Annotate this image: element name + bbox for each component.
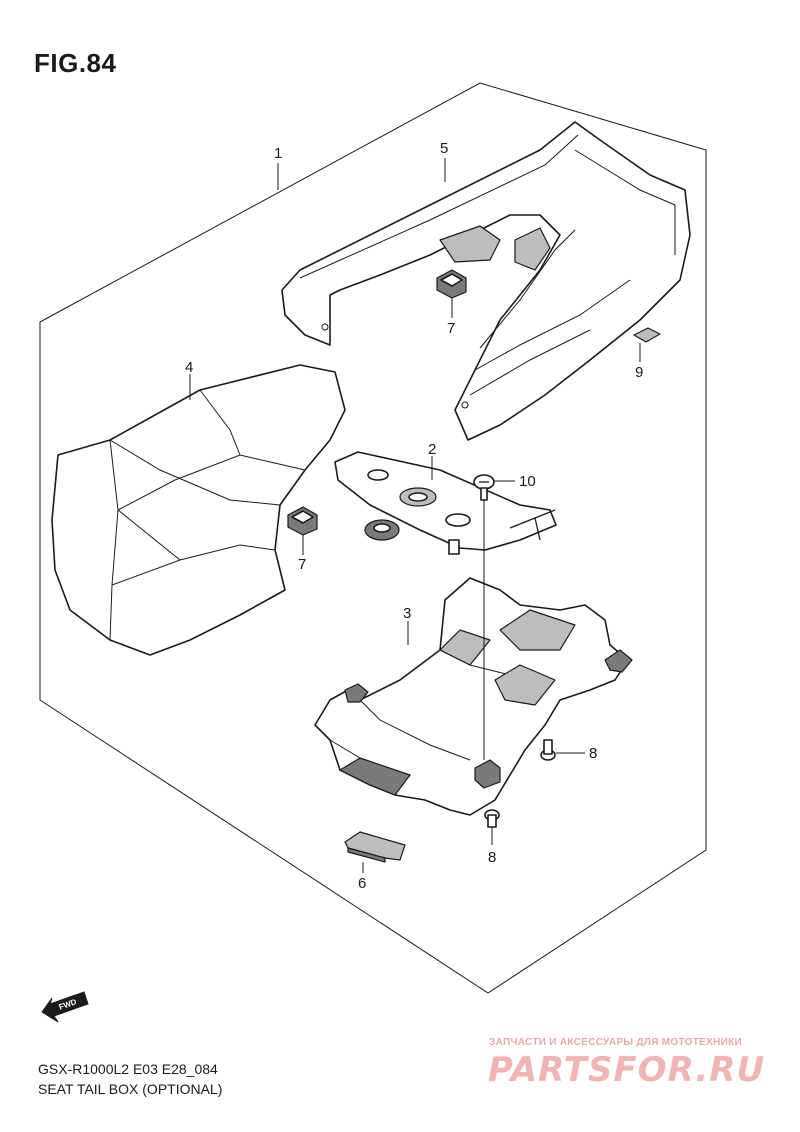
callout-4: 4 — [185, 359, 193, 376]
callout-7-lower: 7 — [298, 556, 306, 573]
callout-3: 3 — [403, 605, 411, 622]
clip-part-lower[interactable] — [287, 506, 318, 536]
callout-10: 10 — [519, 473, 536, 490]
bolt-part-right[interactable] — [540, 739, 556, 761]
grommet-part[interactable] — [364, 519, 400, 541]
assembly-outline — [39, 82, 707, 994]
watermark-tagline: ЗАПЧАСТИ И АКСЕССУАРЫ ДЛЯ МОТОТЕХНИКИ — [489, 1037, 742, 1048]
callout-1: 1 — [274, 145, 282, 162]
leader-lines — [189, 158, 641, 873]
screw-part[interactable] — [473, 474, 495, 501]
model-code: GSX-R1000L2 E03 E28_084 — [38, 1061, 218, 1077]
bolt-part-bottom[interactable] — [484, 809, 500, 828]
figure-title: FIG.84 — [34, 48, 117, 78]
emblem-part[interactable] — [633, 327, 661, 343]
callout-9: 9 — [635, 364, 643, 381]
watermark-logo: PARTSFOR.RU — [488, 1050, 766, 1090]
tail-cowl-part[interactable] — [281, 121, 691, 441]
pad-part[interactable] — [344, 831, 406, 863]
callout-7-upper: 7 — [447, 320, 455, 337]
callout-5: 5 — [440, 140, 448, 157]
figure-description: SEAT TAIL BOX (OPTIONAL) — [38, 1081, 223, 1097]
callout-8-bottom: 8 — [488, 849, 496, 866]
clip-part-upper[interactable] — [436, 269, 467, 299]
seat-cover-part[interactable] — [51, 364, 346, 656]
callout-2: 2 — [428, 441, 436, 458]
callout-8-right: 8 — [589, 745, 597, 762]
callout-labels: 1 5 7 9 4 2 10 7 3 8 8 6 — [185, 140, 643, 892]
fwd-arrow-icon: FWD — [41, 991, 89, 1023]
callout-6: 6 — [358, 875, 366, 892]
seat-bracket-part[interactable] — [314, 577, 633, 816]
lock-plate-part[interactable] — [334, 451, 557, 555]
